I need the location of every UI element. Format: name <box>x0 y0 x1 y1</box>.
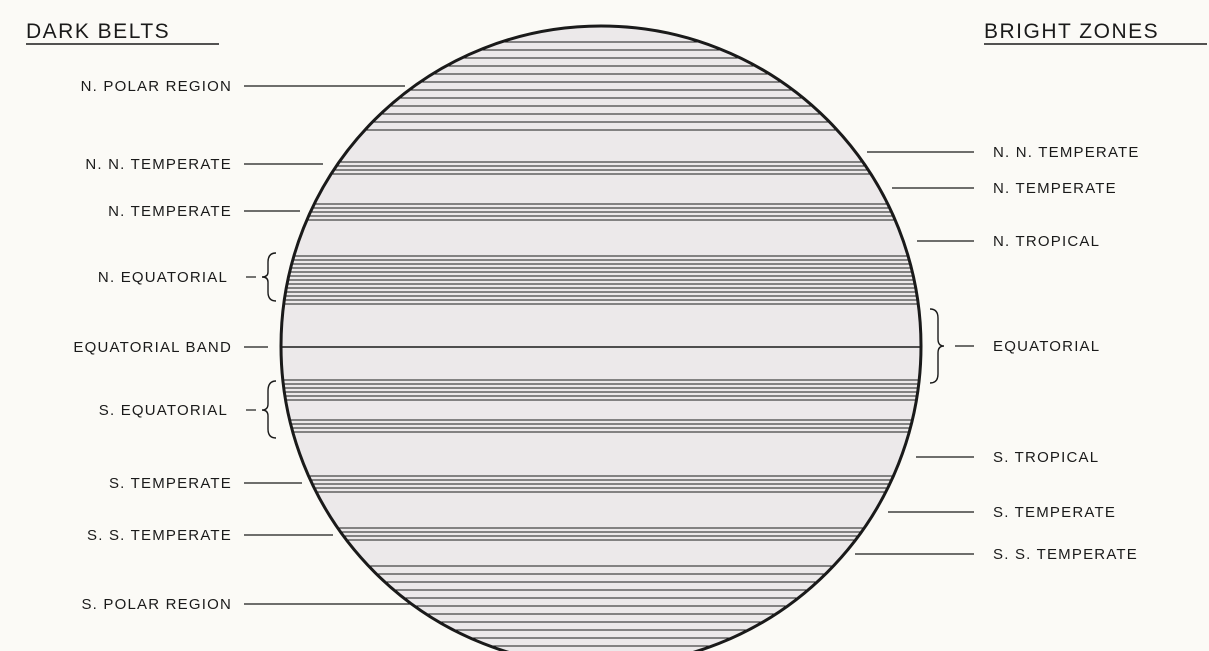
label-s-temperate-zone: S. TEMPERATE <box>993 504 1116 521</box>
label-s-s-temperate-zone: S. S. TEMPERATE <box>993 546 1138 563</box>
brace-n-equatorial-belt <box>262 253 276 301</box>
label-equatorial-band: EQUATORIAL BAND <box>73 339 232 356</box>
label-s-equatorial-belt: S. EQUATORIAL <box>99 402 228 419</box>
label-n-polar-region: N. POLAR REGION <box>81 78 232 95</box>
bright-zones-header: BRIGHT ZONES <box>984 20 1159 43</box>
label-s-s-temperate-belt: S. S. TEMPERATE <box>87 527 232 544</box>
dark-belts-header: DARK BELTS <box>26 20 170 43</box>
label-n-equatorial-belt: N. EQUATORIAL <box>98 269 228 286</box>
label-s-tropical-zone: S. TROPICAL <box>993 449 1099 466</box>
label-s-temperate-belt: S. TEMPERATE <box>109 475 232 492</box>
label-n-n-temperate-zone: N. N. TEMPERATE <box>993 144 1140 161</box>
label-n-temperate-belt: N. TEMPERATE <box>108 203 232 220</box>
planet-disk <box>281 26 921 651</box>
label-equatorial-zone: EQUATORIAL <box>993 338 1100 355</box>
label-n-tropical-zone: N. TROPICAL <box>993 233 1100 250</box>
label-n-n-temperate-belt: N. N. TEMPERATE <box>85 156 232 173</box>
label-n-temperate-zone: N. TEMPERATE <box>993 180 1117 197</box>
label-s-polar-region: S. POLAR REGION <box>81 596 232 613</box>
brace-equatorial-zone <box>930 309 944 383</box>
brace-s-equatorial-belt <box>262 381 276 438</box>
